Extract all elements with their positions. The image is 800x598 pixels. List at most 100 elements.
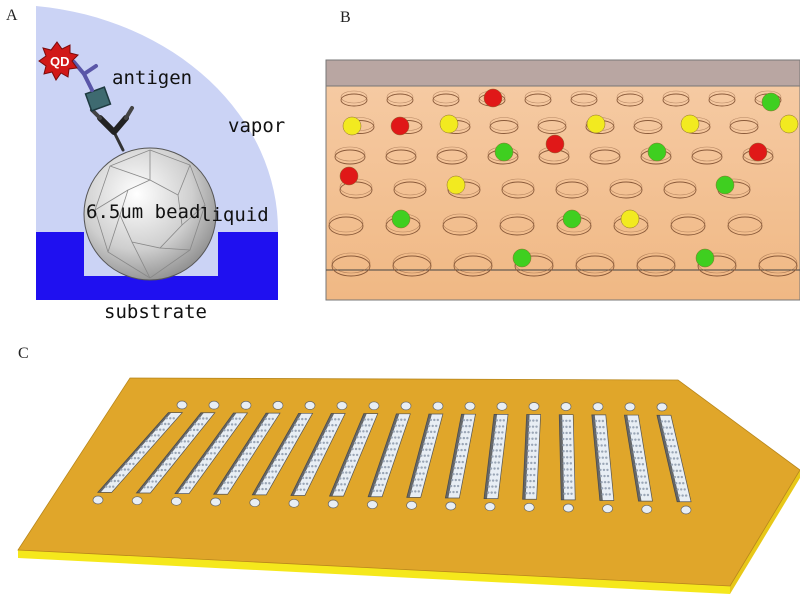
channel-shadow	[656, 415, 681, 502]
well-dot	[673, 475, 677, 479]
well-dot	[682, 482, 685, 485]
bead-red	[339, 166, 359, 186]
well-dot	[339, 477, 342, 480]
well-dot	[187, 440, 190, 443]
well-dot	[498, 455, 501, 458]
well-dot	[643, 493, 646, 497]
well-dot	[196, 475, 200, 478]
well-dot	[669, 426, 672, 429]
inlet-port	[304, 401, 316, 410]
well-rim	[328, 213, 364, 233]
well-dot	[598, 419, 601, 423]
well-dot	[294, 429, 297, 432]
well-dot	[429, 430, 433, 434]
well-dot	[452, 490, 455, 494]
well-dot	[311, 465, 314, 468]
bead-red	[545, 134, 565, 154]
well-dot	[383, 465, 387, 469]
well	[570, 93, 598, 107]
well-dot	[381, 471, 385, 475]
well-dot	[500, 437, 503, 440]
well-dot	[133, 457, 137, 460]
well-dot	[284, 452, 288, 456]
well-dot	[677, 494, 681, 497]
well-dot	[641, 481, 644, 484]
well-dot	[605, 462, 609, 466]
well-dot	[394, 424, 397, 427]
well-dot	[382, 460, 385, 463]
well-dot	[261, 487, 264, 491]
inlet-port	[528, 402, 540, 411]
well-dot	[160, 468, 163, 472]
well-dot	[633, 456, 637, 460]
well-dot	[302, 482, 305, 485]
well-dot	[569, 456, 572, 459]
channel	[522, 402, 541, 512]
bead-red	[748, 142, 768, 162]
slab-side-face	[730, 470, 800, 594]
well-rim	[575, 252, 615, 274]
well-dot	[534, 443, 537, 446]
well-dot	[637, 438, 641, 441]
well-dot	[533, 461, 537, 465]
well-dot	[527, 449, 530, 453]
well-dot	[122, 474, 125, 477]
well-dot	[454, 478, 457, 482]
well-dot	[230, 469, 234, 473]
well-dot	[666, 444, 669, 448]
well-dot	[274, 470, 278, 473]
well-dot	[631, 420, 634, 423]
well-dot	[562, 456, 565, 459]
well-dot	[153, 434, 157, 437]
well-dot	[303, 488, 306, 491]
well-dot	[634, 438, 637, 441]
well-dot	[608, 493, 611, 496]
well-dot	[388, 454, 391, 457]
well-dot	[430, 442, 433, 445]
well-dot	[419, 484, 422, 487]
well-dot	[638, 463, 641, 466]
well-rim	[334, 146, 366, 162]
well-dot	[436, 418, 440, 422]
well-dot	[151, 480, 154, 483]
well-dot	[353, 459, 356, 462]
well-rim	[537, 117, 567, 131]
well-dot	[486, 491, 490, 494]
outlet-port	[92, 495, 104, 505]
well-dot	[535, 425, 538, 428]
well-dot	[364, 424, 368, 427]
well-dot	[561, 431, 565, 435]
well-dot	[462, 454, 466, 458]
well-rim	[499, 213, 535, 233]
well-dot	[533, 473, 536, 477]
well-dot	[231, 417, 234, 420]
well-dot	[219, 487, 223, 490]
well-dot	[346, 459, 349, 462]
well-dot	[358, 430, 362, 433]
well-rim	[616, 90, 644, 104]
well-dot	[146, 486, 150, 489]
well-rim	[385, 146, 417, 162]
well-dot	[528, 419, 532, 422]
well-dot	[528, 485, 532, 489]
well-dot	[461, 460, 464, 464]
well-dot	[459, 472, 462, 476]
well-dot	[531, 437, 534, 440]
well-dot	[420, 466, 423, 469]
well-dot	[160, 422, 163, 426]
well-dot	[218, 440, 221, 443]
well-dot	[458, 460, 461, 464]
well-dot	[637, 481, 641, 484]
well-dot	[456, 448, 460, 452]
well	[328, 216, 364, 236]
well-dot	[644, 481, 648, 484]
well-dot	[452, 472, 455, 476]
well-dot	[209, 457, 212, 461]
well-dot	[264, 487, 268, 491]
well-dot	[261, 482, 264, 485]
bead-green	[695, 248, 715, 268]
well-dot	[214, 446, 217, 449]
channel	[444, 401, 476, 511]
well-dot	[562, 443, 565, 447]
well-dot	[301, 476, 305, 480]
